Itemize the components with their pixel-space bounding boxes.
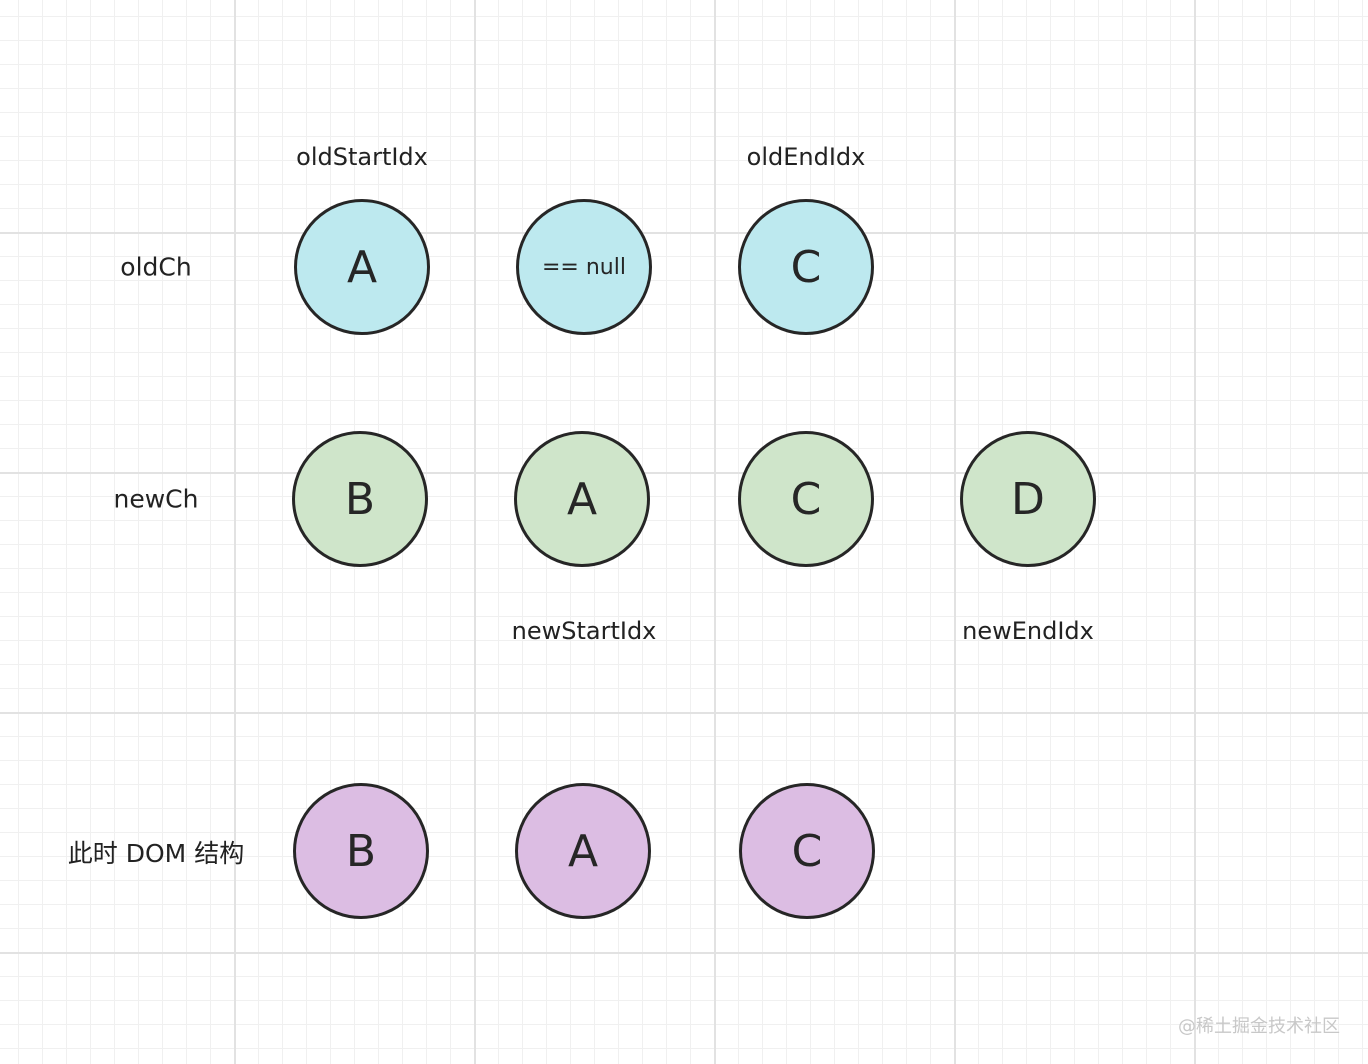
new-node-d-text: D xyxy=(1011,473,1045,525)
new-node-a-text: A xyxy=(566,473,598,525)
new-node-a: A xyxy=(514,431,650,567)
new-node-b: B xyxy=(292,431,428,567)
old-node-null: == null xyxy=(516,199,652,335)
dom-node-b: B xyxy=(293,783,429,919)
old-node-a-text: A xyxy=(346,241,378,293)
old-start-idx-label: oldStartIdx xyxy=(296,143,428,171)
dom-node-b-text: B xyxy=(345,825,377,877)
new-start-idx-label: newStartIdx xyxy=(511,617,657,645)
dom-node-c-text: C xyxy=(791,825,823,877)
watermark: @稀土掘金技术社区 xyxy=(1178,1016,1340,1037)
new-node-c-text: C xyxy=(790,473,822,525)
old-node-c: C xyxy=(738,199,874,335)
dom-node-c: C xyxy=(739,783,875,919)
dom-structure-label: 此时 DOM 结构 xyxy=(67,839,245,868)
new-end-idx-label: newEndIdx xyxy=(962,617,1094,645)
dom-node-a-text: A xyxy=(567,825,599,877)
new-children-label: newCh xyxy=(113,484,199,514)
new-node-b-text: B xyxy=(344,473,376,525)
new-node-c: C xyxy=(738,431,874,567)
old-node-a: A xyxy=(294,199,430,335)
old-node-c-text: C xyxy=(790,241,822,293)
dom-node-a: A xyxy=(515,783,651,919)
old-end-idx-label: oldEndIdx xyxy=(746,143,866,171)
new-node-d: D xyxy=(960,431,1096,567)
old-children-label: oldCh xyxy=(120,252,192,282)
old-node-null-text: == null xyxy=(542,254,626,280)
